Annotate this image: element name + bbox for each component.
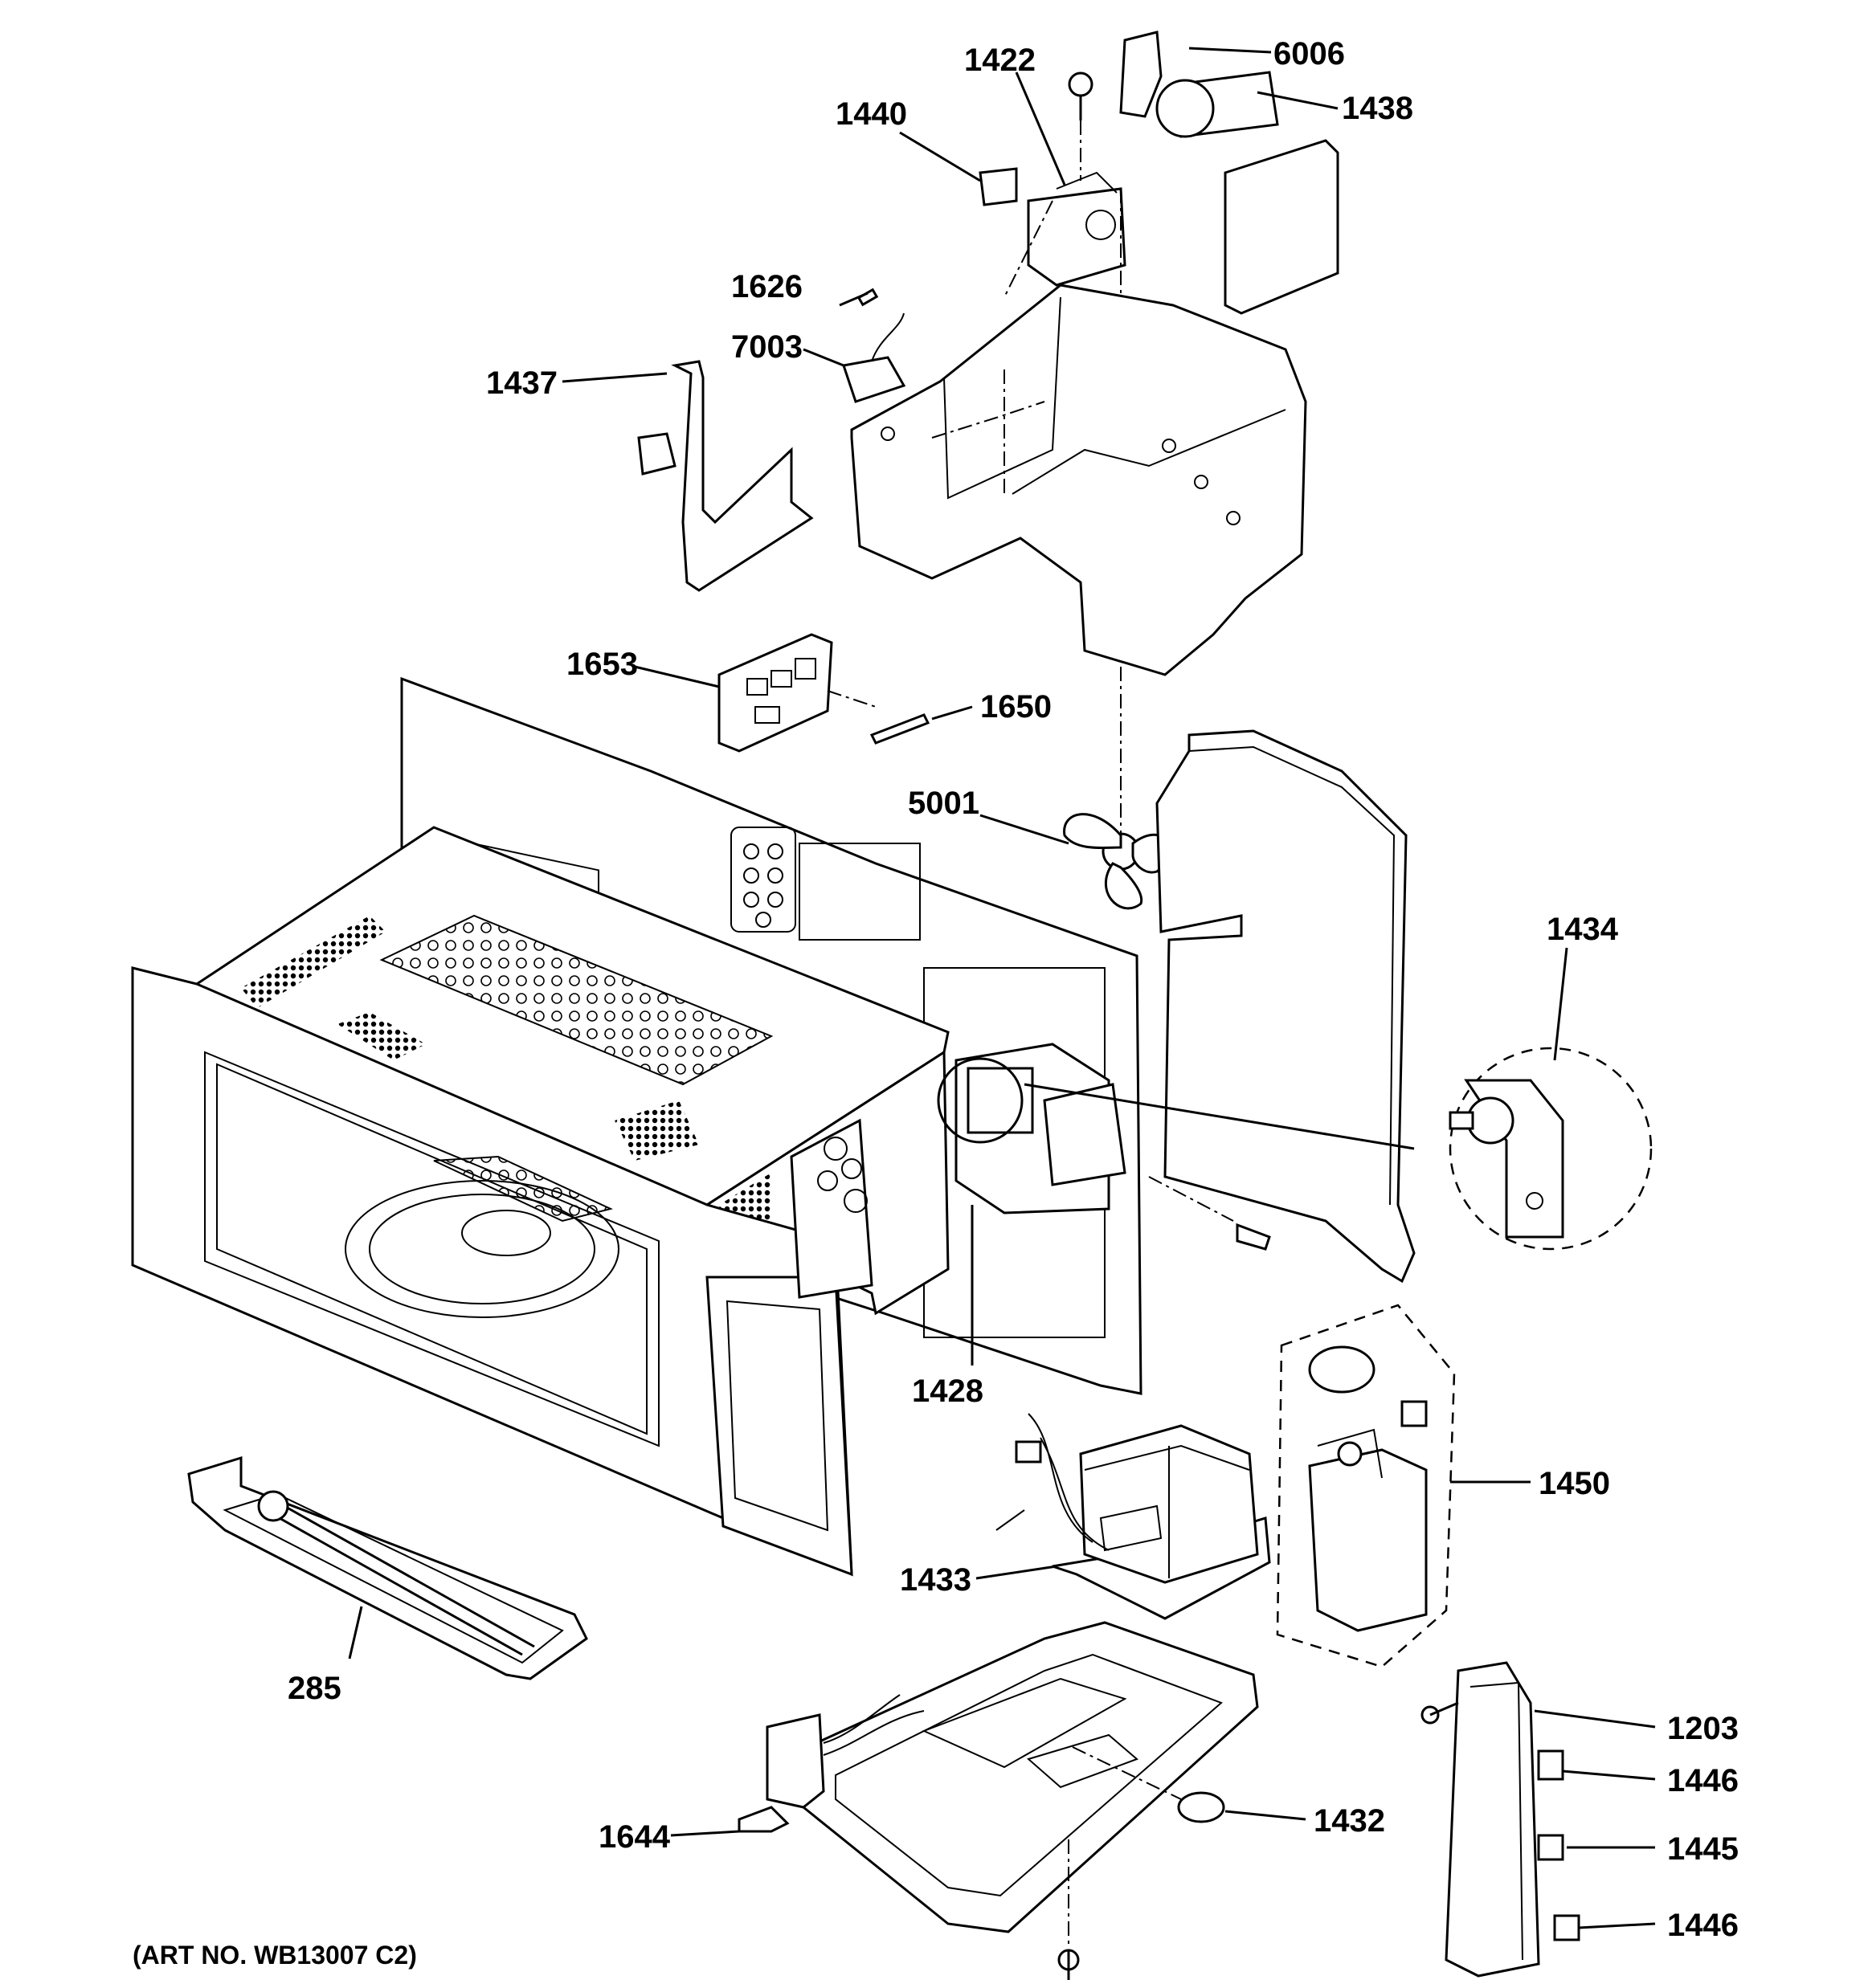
callout-1446-upper: 1446 [1667, 1763, 1739, 1798]
callout-1433: 1433 [900, 1562, 971, 1598]
callout-1203: 1203 [1667, 1711, 1739, 1746]
noise-filter-1644 [738, 1694, 925, 1833]
callout-1650: 1650 [980, 689, 1052, 725]
callout-1446-lower: 1446 [1667, 1908, 1739, 1943]
callout-1428: 1428 [912, 1374, 983, 1409]
callout-1422: 1422 [964, 43, 1036, 78]
callout-labels: 6006 1422 1438 1440 1626 7003 1437 1653 … [133, 36, 1739, 1970]
fuse-1626 [856, 288, 879, 307]
interlock-bracket-1203 [1420, 1661, 1580, 1978]
thermostat-1432 [1072, 1746, 1225, 1823]
callout-1434: 1434 [1547, 912, 1619, 947]
art-number: (ART NO. WB13007 C2) [133, 1941, 417, 1970]
control-board-1653 [717, 633, 877, 753]
base-plate [802, 1621, 1259, 1933]
callout-1445: 1445 [1667, 1831, 1739, 1867]
top-duct-assembly [850, 284, 1307, 676]
air-duct-panel [1155, 729, 1416, 1284]
damper-bracket [1224, 139, 1339, 315]
callout-1450: 1450 [1539, 1466, 1610, 1501]
screw-top [1068, 71, 1093, 120]
callout-5001: 5001 [908, 786, 979, 821]
bracket-1437 [637, 360, 814, 592]
callout-1626: 1626 [731, 269, 803, 304]
fan-blade-5001 [1063, 667, 1170, 910]
magnetron-1428 [937, 1043, 1415, 1214]
screw-bottom [1057, 1839, 1080, 1980]
callout-285: 285 [288, 1671, 341, 1706]
relay-1440 [979, 167, 1018, 206]
grease-filter-285 [187, 1455, 588, 1680]
oven-cavity [131, 676, 1142, 1577]
shaft-1650 [869, 713, 930, 745]
leader-lines [348, 47, 1656, 1929]
callout-1438: 1438 [1342, 91, 1413, 126]
latch-assembly-1450 [1276, 1304, 1456, 1668]
callout-1644: 1644 [599, 1819, 671, 1855]
fan-motor-1422 [1003, 120, 1126, 298]
callout-1437: 1437 [486, 365, 558, 401]
callout-1440: 1440 [836, 96, 907, 132]
back-vent [730, 827, 796, 933]
screw-mid [1148, 1176, 1271, 1251]
callout-1432: 1432 [1314, 1803, 1385, 1839]
capacitor-1438 [1119, 31, 1279, 138]
transformer-1433 [995, 1413, 1271, 1620]
thermistor-7003 [842, 312, 906, 403]
thermal-cutout-detail-1434 [1449, 1047, 1653, 1251]
callout-7003: 7003 [731, 329, 803, 365]
callout-6006: 6006 [1273, 36, 1345, 71]
callout-1653: 1653 [566, 647, 638, 682]
